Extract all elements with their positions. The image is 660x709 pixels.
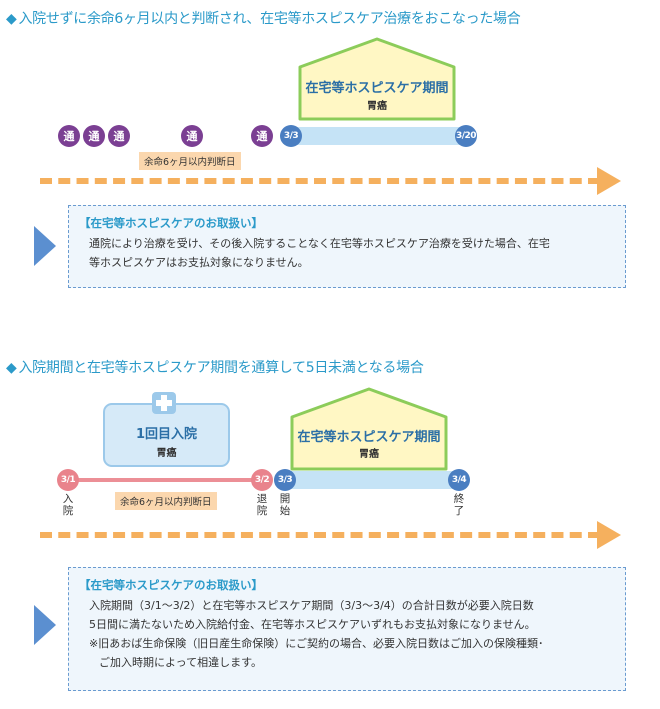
note-line: 通院により治療を受け、その後入院することなく在宅等ホスピスケア治療を受けた場合、… — [89, 237, 550, 250]
hospital-cross-icon — [152, 392, 176, 414]
prognosis-date-tag: 余命6ヶ月以内判断日 — [115, 492, 217, 510]
discharge-label: 退院 — [256, 493, 268, 517]
visit-marker: 通 — [181, 125, 203, 147]
note-line: 5日間に満たないため入院給付金、在宅等ホスピスケアいずれもお支払対象になりません… — [89, 618, 536, 631]
end-label: 終了 — [453, 493, 465, 517]
diamond-icon: ◆ — [6, 11, 17, 27]
visit-marker: 通 — [58, 125, 80, 147]
house-shape — [290, 387, 448, 471]
visit-marker: 通 — [251, 125, 273, 147]
section2-title: ◆入院期間と在宅等ホスピスケア期間を通算して5日未満となる場合 — [6, 360, 424, 376]
discharge-date-marker: 3/2 — [251, 469, 273, 491]
home-hospice-period-house: 在宅等ホスピスケア期間 胃癌 — [290, 387, 448, 471]
house-subtitle: 胃癌 — [367, 101, 387, 112]
pointer-triangle-icon — [34, 605, 56, 645]
note-line: 入院期間（3/1～3/2）と在宅等ホスピスケア期間（3/3～3/4）の合計日数が… — [89, 599, 534, 612]
note-line: ご加入時期によって相違します。 — [99, 656, 263, 669]
note-line: ※旧あおば生命保険（旧日産生命保険）にご契約の場合、必要入院日数はご加入の保険種… — [89, 637, 544, 650]
prognosis-date-tag: 余命6ヶ月以内判断日 — [139, 152, 241, 170]
note-line: 等ホスピスケアはお支払対象になりません。 — [89, 256, 309, 269]
home-hospice-bar — [283, 471, 459, 489]
visit-marker: 通 — [108, 125, 130, 147]
section1-title: ◆入院せずに余命6ヶ月以内と判断され、在宅等ホスピスケア治療をおこなった場合 — [6, 11, 521, 27]
arrow-head-icon — [597, 521, 621, 549]
note-title: 【在宅等ホスピスケアのお取扱い】 — [79, 216, 263, 230]
diamond-icon: ◆ — [6, 360, 17, 376]
timeline-arrow-line — [40, 532, 600, 538]
house-subtitle: 胃癌 — [359, 449, 379, 460]
admit-date-marker: 3/1 — [57, 469, 79, 491]
house-title: 在宅等ホスピスケア期間 — [297, 430, 441, 445]
pointer-triangle-icon — [34, 226, 56, 266]
house-shape — [298, 37, 456, 121]
house-title: 在宅等ホスピスケア期間 — [305, 81, 449, 96]
hospital-subtitle: 胃癌 — [156, 448, 177, 459]
timeline-arrow-line — [40, 178, 600, 184]
home-hospice-bar — [290, 127, 466, 145]
home-hospice-period-house: 在宅等ホスピスケア期間 胃癌 — [298, 37, 456, 121]
hospital-stay-bar — [70, 478, 262, 482]
end-date-marker: 3/20 — [455, 125, 477, 147]
start-date-marker: 3/3 — [280, 125, 302, 147]
admit-label: 入院 — [62, 493, 74, 517]
start-label: 開始 — [279, 493, 291, 517]
hospital-title: 1回目入院 — [135, 427, 198, 442]
end-date-marker: 3/4 — [448, 469, 470, 491]
start-date-marker: 3/3 — [274, 469, 296, 491]
arrow-head-icon — [597, 167, 621, 195]
note-box: 【在宅等ホスピスケアのお取扱い】 入院期間（3/1～3/2）と在宅等ホスピスケア… — [68, 567, 626, 691]
note-box: 【在宅等ホスピスケアのお取扱い】 通院により治療を受け、その後入院することなく在… — [68, 205, 626, 288]
visit-marker: 通 — [83, 125, 105, 147]
note-title: 【在宅等ホスピスケアのお取扱い】 — [79, 578, 263, 592]
